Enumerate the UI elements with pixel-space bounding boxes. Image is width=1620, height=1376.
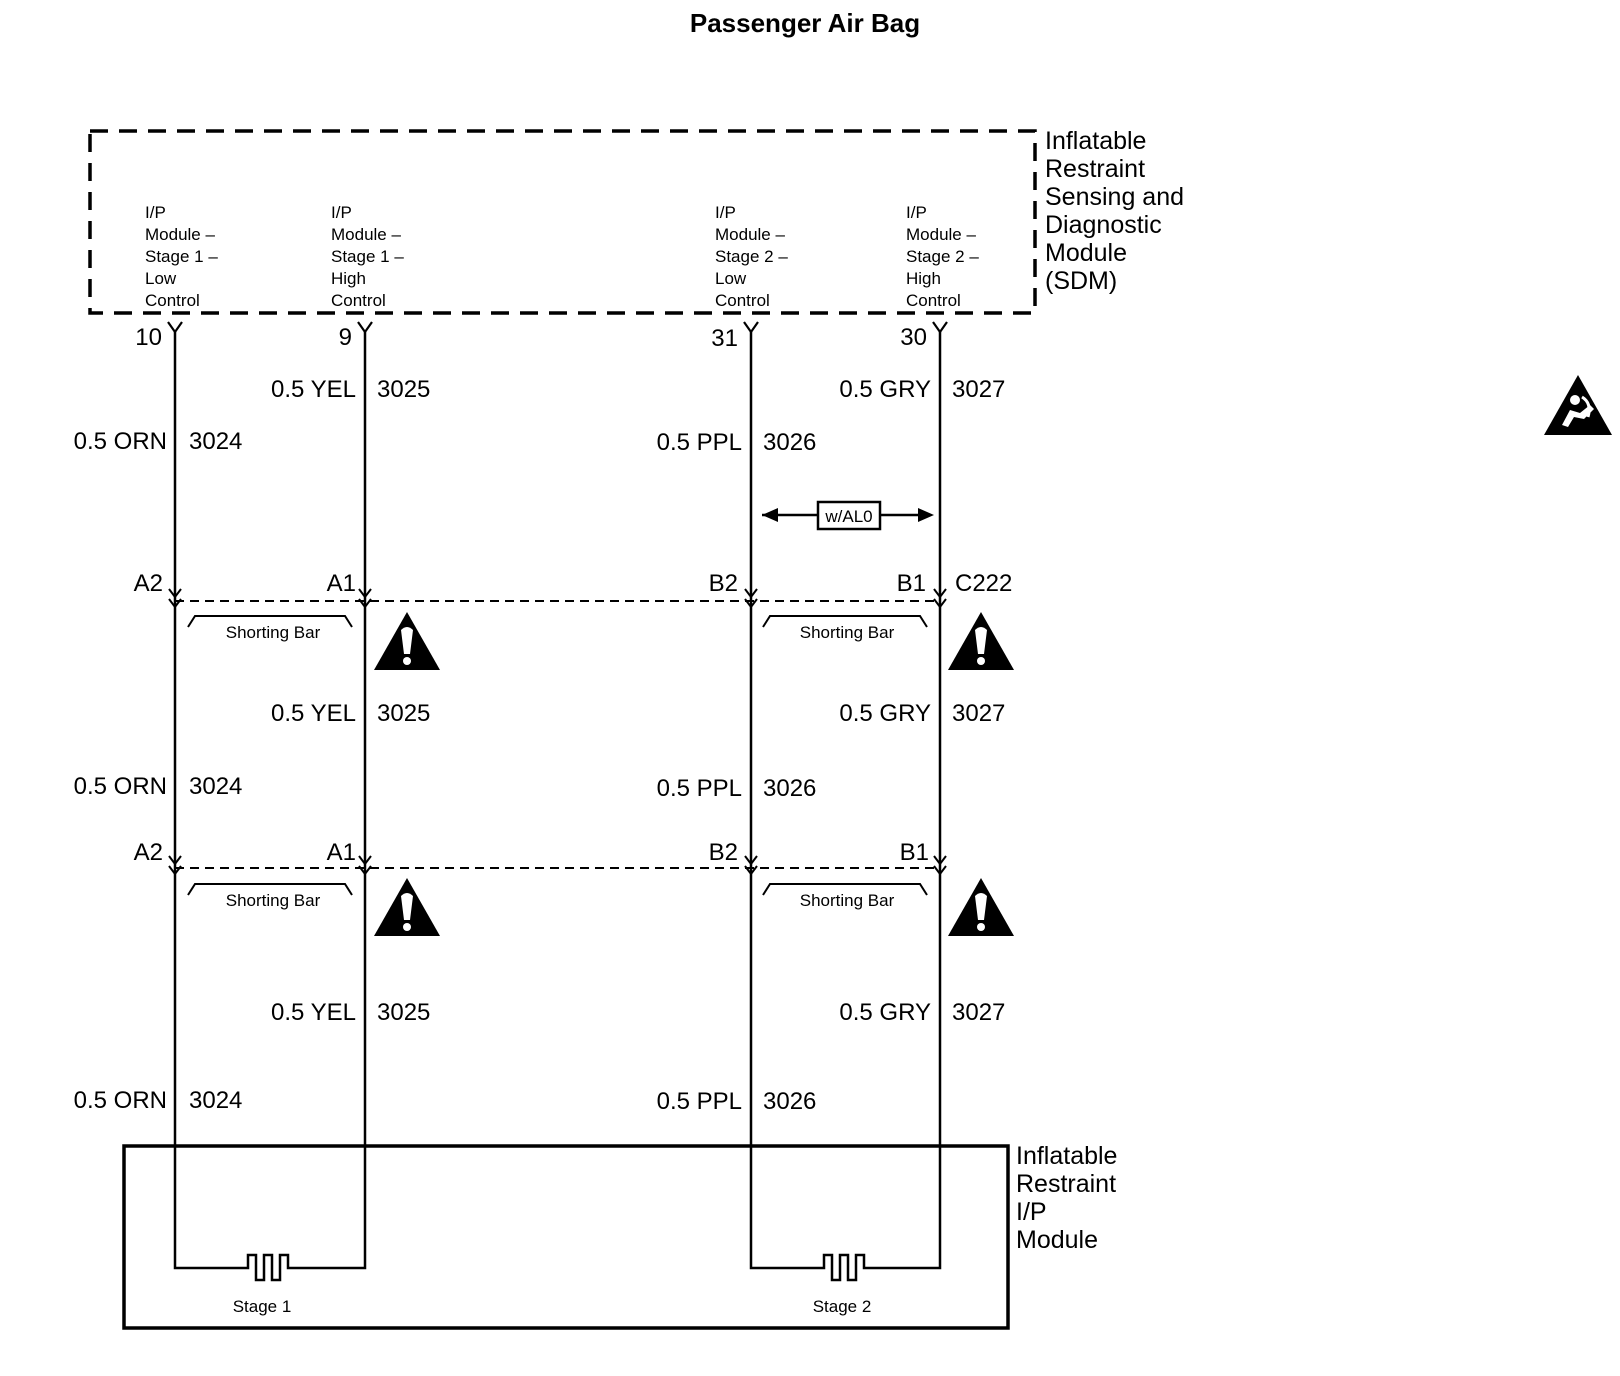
ip-module-box: [122, 1144, 1010, 1330]
shorting-bar: Shorting Bar: [187, 883, 353, 910]
shorting-bar-label: Shorting Bar: [800, 891, 895, 910]
pin-label-line: Module –: [715, 225, 785, 244]
wire-circuit-label: 3025: [377, 376, 430, 403]
wire-color-label: 0.5 YEL: [271, 376, 356, 403]
wire-circuit-label: 3027: [952, 700, 1005, 727]
wire-circuit-label: 3026: [763, 429, 816, 456]
terminal-label: A2: [134, 570, 163, 597]
pin-label-line: Stage 2 –: [906, 247, 979, 266]
pin-label-line: Control: [145, 291, 200, 310]
wire-color-label: 0.5 PPL: [657, 429, 742, 456]
stage2-squib: Stage 2: [749, 1253, 942, 1316]
pin-label-line: High: [331, 269, 366, 288]
sdm-pin-stage2-high: I/P Module – Stage 2 – High Control: [906, 203, 979, 310]
shorting-bar: Shorting Bar: [762, 615, 928, 642]
sdm-label-line: Module: [1045, 239, 1127, 267]
connector-c222: A2 A1 B2 B1 C222: [134, 570, 1012, 608]
pin-label-line: Low: [145, 269, 177, 288]
wire-circuit-label: 3026: [763, 775, 816, 802]
sdm-pin-stage2-low: I/P Module – Stage 2 – Low Control: [715, 203, 788, 310]
wire-circuit-label: 3024: [189, 773, 242, 800]
pin-label-line: Control: [906, 291, 961, 310]
sdm-pin-stage1-low: I/P Module – Stage 1 – Low Control: [145, 203, 218, 310]
connector-name: C222: [955, 570, 1012, 597]
ip-module-label: Inflatable Restraint I/P Module: [1016, 1142, 1117, 1254]
caution-triangle-icon: [374, 878, 440, 936]
pin-number: 31: [711, 325, 738, 352]
pin-label-line: Module –: [331, 225, 401, 244]
caution-triangle-icon: [948, 878, 1014, 936]
pin-label-line: Stage 1 –: [145, 247, 218, 266]
shorting-bar-label: Shorting Bar: [800, 623, 895, 642]
sdm-label-line: (SDM): [1045, 267, 1117, 295]
pin-label-line: Control: [331, 291, 386, 310]
sdm-label: Inflatable Restraint Sensing and Diagnos…: [1045, 127, 1184, 295]
sdm-label-line: Diagnostic: [1045, 211, 1162, 239]
terminal-label: A1: [327, 570, 356, 597]
sdm-box: [88, 129, 1037, 315]
pin-label-line: Stage 2 –: [715, 247, 788, 266]
pin-label-line: Low: [715, 269, 747, 288]
stage1-squib: Stage 1: [173, 1253, 367, 1316]
wire-circuit-label: 3027: [952, 376, 1005, 403]
wire-circuit-label: 3024: [189, 428, 242, 455]
wire-color-label: 0.5 PPL: [657, 775, 742, 802]
caution-triangle-icon: [948, 612, 1014, 670]
module-label-line: Module: [1016, 1226, 1098, 1254]
wire-circuit-label: 3026: [763, 1088, 816, 1115]
wire-circuit-label: 3025: [377, 700, 430, 727]
module-label-line: I/P: [1016, 1198, 1047, 1226]
airbag-warning-icon: [1544, 375, 1612, 435]
wire-color-label: 0.5 GRY: [839, 376, 931, 403]
wire-color-label: 0.5 YEL: [271, 700, 356, 727]
module-label-line: Restraint: [1016, 1170, 1116, 1198]
pin-label-line: I/P: [715, 203, 736, 222]
option-arrow: w/AL0: [762, 500, 934, 531]
option-label: w/AL0: [824, 507, 872, 526]
wire-color-label: 0.5 ORN: [74, 773, 167, 800]
terminal-label: B1: [897, 570, 926, 597]
pin-label-line: Module –: [145, 225, 215, 244]
sdm-label-line: Restraint: [1045, 155, 1145, 183]
wire-color-label: 0.5 ORN: [74, 1087, 167, 1114]
pin-label-line: High: [906, 269, 941, 288]
stage-label: Stage 1: [233, 1297, 292, 1316]
sdm-label-line: Sensing and: [1045, 183, 1184, 211]
wire-color-label: 0.5 GRY: [839, 700, 931, 727]
pin-number: 30: [900, 324, 927, 351]
terminal-label: B1: [900, 839, 929, 866]
shorting-bar-label: Shorting Bar: [226, 891, 321, 910]
stage-label: Stage 2: [813, 1297, 872, 1316]
shorting-bar: Shorting Bar: [762, 883, 928, 910]
shorting-bar-label: Shorting Bar: [226, 623, 321, 642]
terminal-label: A2: [134, 839, 163, 866]
wire-circuit-label: 3024: [189, 1087, 242, 1114]
wire-circuit-label: 3027: [952, 999, 1005, 1026]
pin-label-line: I/P: [906, 203, 927, 222]
wire-color-label: 0.5 GRY: [839, 999, 931, 1026]
terminal-label: B2: [709, 570, 738, 597]
caution-triangle-icon: [374, 612, 440, 670]
wire-circuit-label: 3025: [377, 999, 430, 1026]
pin-label-line: Module –: [906, 225, 976, 244]
pin-number: 10: [135, 324, 162, 351]
pin-label-line: Control: [715, 291, 770, 310]
sdm-label-line: Inflatable: [1045, 127, 1146, 155]
wire-color-label: 0.5 YEL: [271, 999, 356, 1026]
wire-color-label: 0.5 PPL: [657, 1088, 742, 1115]
connector-lower: A2 A1 B2 B1: [134, 839, 947, 875]
pin-label-line: I/P: [331, 203, 352, 222]
module-label-line: Inflatable: [1016, 1142, 1117, 1170]
sdm-pin-stage1-high: I/P Module – Stage 1 – High Control: [331, 203, 404, 310]
pin-label-line: I/P: [145, 203, 166, 222]
terminal-label: A1: [327, 839, 356, 866]
terminal-label: B2: [709, 839, 738, 866]
pin-label-line: Stage 1 –: [331, 247, 404, 266]
pin-number: 9: [339, 324, 352, 351]
diagram-title: Passenger Air Bag: [690, 8, 920, 38]
shorting-bar: Shorting Bar: [187, 615, 353, 642]
wire-color-label: 0.5 ORN: [74, 428, 167, 455]
